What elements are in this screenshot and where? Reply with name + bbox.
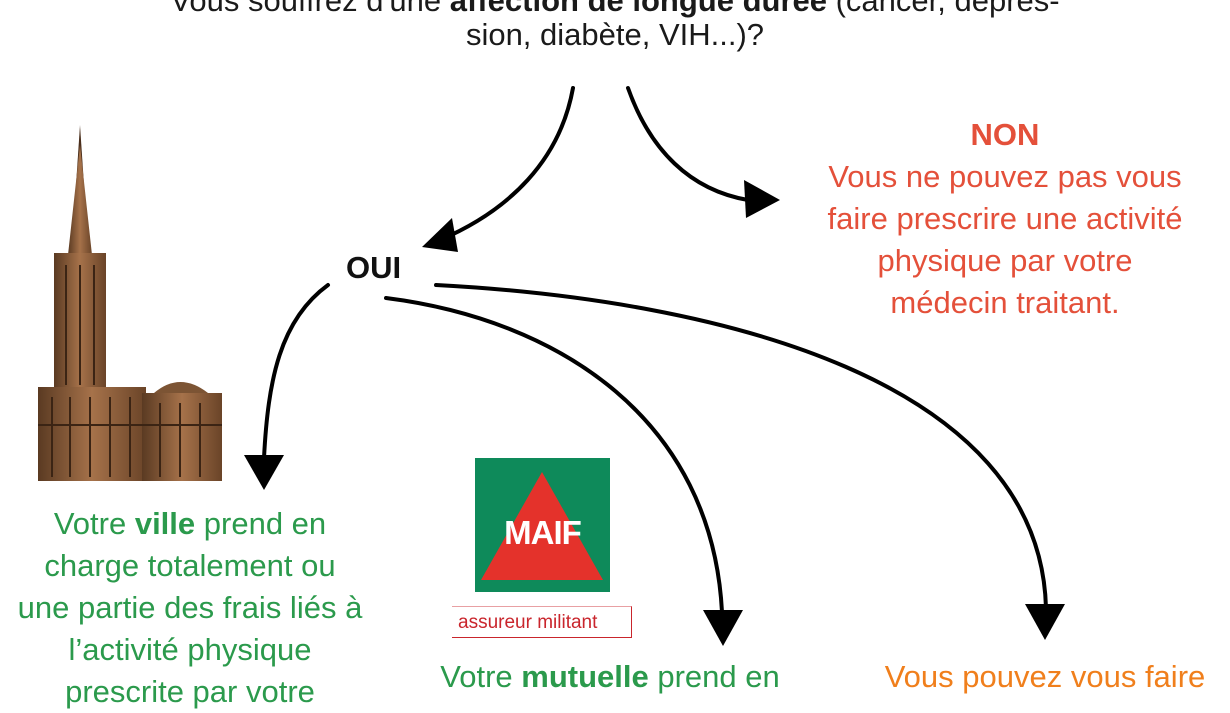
ville-line-4: l’activité physique [68,632,312,667]
maif-logo: MAIF [475,458,610,592]
arrow-question-to-non [626,86,750,202]
maif-tagline: assureur militant [452,606,632,638]
oui-label: OUI [346,250,402,285]
arrowhead-oui [422,218,458,252]
ville-line-3: une partie des frais liés à [17,590,363,625]
arrowhead-non [744,180,780,218]
ville-line1-end: prend en [195,506,327,541]
mutuelle-line1-end: prend en [648,659,780,694]
arrow-oui-to-ville [262,283,330,460]
mutuelle-line1-start: Votre [440,659,522,694]
maif-logo-word: MAIF [504,514,582,551]
non-line-2: faire prescrire une activité [827,201,1183,236]
non-line-4: médecin traitant. [890,285,1120,320]
question-line1-end: (cancer, dépres- [827,0,1060,18]
ville-line-1: Votre ville prend en [0,503,400,545]
question-text: Vous souffrez d'une affection de longue … [0,0,1230,22]
arrowhead-prescription [1025,604,1065,640]
arrowhead-ville [244,455,284,490]
question-line2: sion, diabète, VIH...)? [465,17,765,52]
arrow-oui-to-mutuelle [384,296,724,614]
non-block: NON Vous ne pouvez pas vous faire prescr… [790,114,1220,324]
flow-arrows [244,86,1065,646]
prescription-block: Vous pouvez vous faire [884,659,1206,694]
ville-line1-start: Votre [53,506,135,541]
mutuelle-line1-bold: mutuelle [521,659,649,694]
non-line-1: Vous ne pouvez pas vous [828,159,1182,194]
mutuelle-block: Votre mutuelle prend en [400,656,820,698]
maif-tagline-text: assureur militant [458,612,598,633]
question-line1-bold: affection de longue durée [449,0,827,18]
non-line-3: physique par votre [877,243,1133,278]
ville-line-2: charge totalement ou [44,548,336,583]
arrow-oui-to-prescription [434,283,1048,610]
arrowhead-mutuelle [703,610,743,646]
cathedral-illustration [38,125,222,481]
arrow-question-to-oui [438,86,575,242]
ville-line1-bold: ville [134,506,196,541]
maif-triangle-icon [481,472,603,580]
question-line1-start: Vous souffrez d'une [170,0,450,18]
non-title: NON [970,117,1040,152]
